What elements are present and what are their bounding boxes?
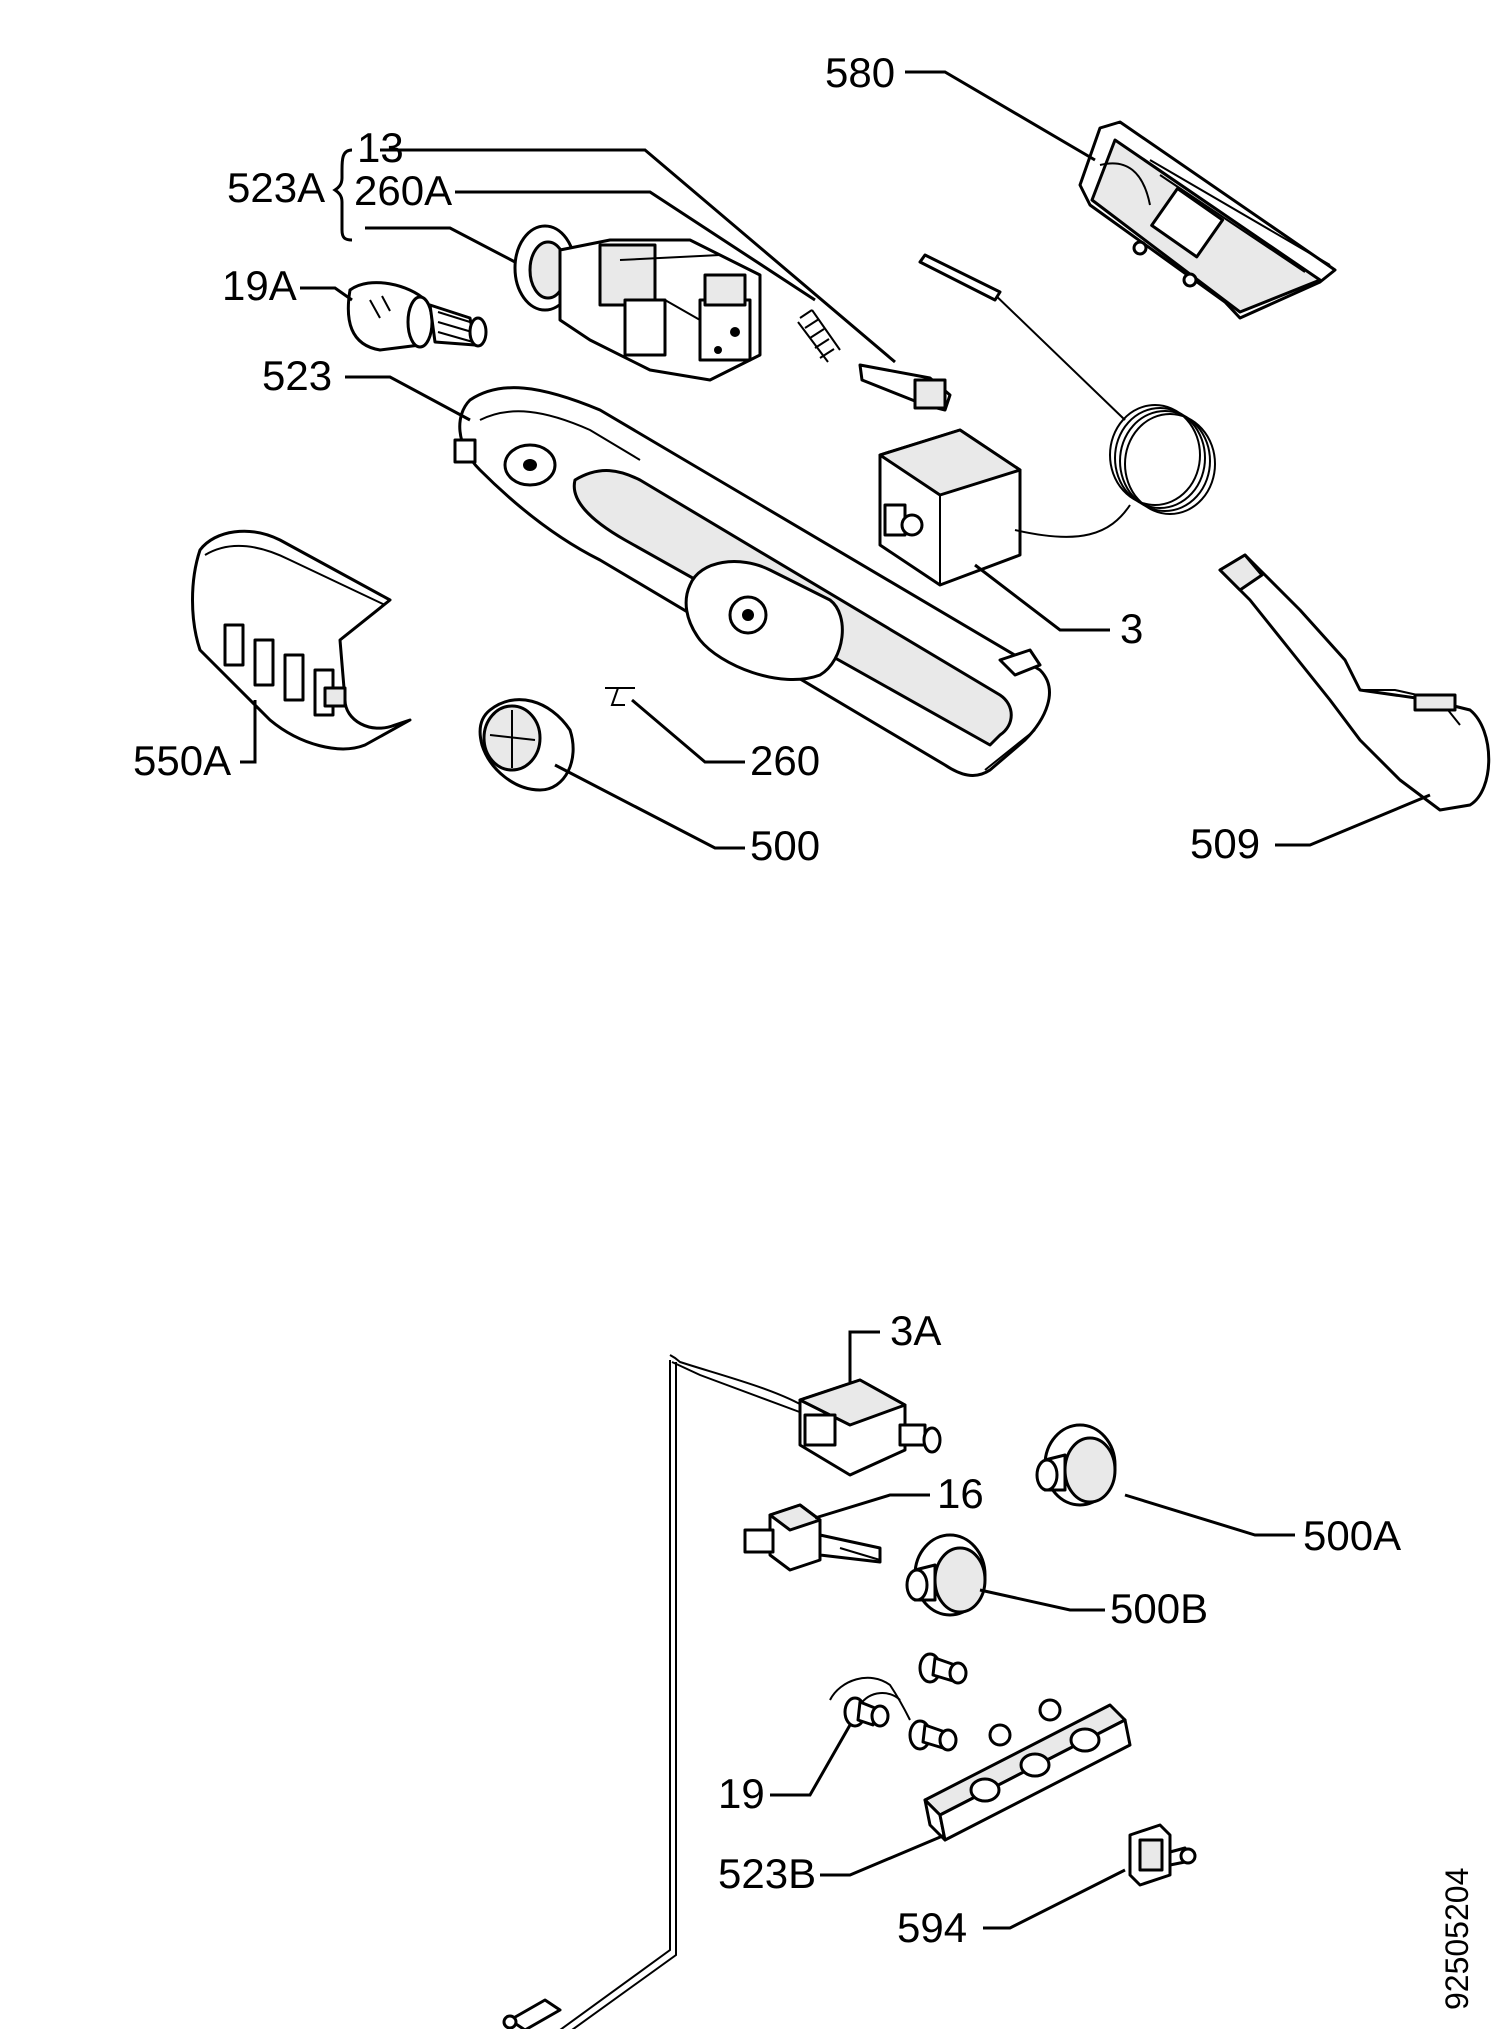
callout-509: 509	[1190, 820, 1260, 867]
callout-500: 500	[750, 822, 820, 869]
part-500-knob	[478, 698, 575, 792]
part-16-switch	[743, 1503, 882, 1572]
callout-500B: 500B	[1110, 1585, 1208, 1632]
document-code: 92505204	[1439, 1868, 1475, 2010]
callout-16: 16	[937, 1470, 984, 1517]
callout-523A: 523A	[227, 164, 325, 211]
part-260-clip	[605, 687, 635, 706]
capillary-tube	[502, 1354, 811, 2029]
capillary-coil	[1109, 404, 1216, 515]
part-3-thermostat	[878, 253, 1216, 587]
callout-594: 594	[897, 1904, 967, 1951]
callout-19: 19	[718, 1770, 765, 1817]
callout-523B: 523B	[718, 1850, 816, 1897]
callout-523: 523	[262, 352, 332, 399]
part-523-housing	[453, 386, 1051, 777]
callout-3: 3	[1120, 605, 1143, 652]
callout-3A: 3A	[890, 1307, 941, 1354]
part-500A-knob	[1035, 1423, 1117, 1507]
part-13-switch-lever	[858, 363, 952, 412]
part-500B-knob	[905, 1533, 987, 1617]
callout-500A: 500A	[1303, 1512, 1401, 1559]
part-523A-lamp-switch-assembly	[513, 224, 762, 382]
part-19-lamps	[829, 1652, 968, 1752]
part-509-handle	[1218, 553, 1491, 812]
callout-550A: 550A	[133, 737, 231, 784]
part-3A-thermostat	[798, 1378, 942, 1477]
part-594-button	[1128, 1823, 1197, 1887]
part-550A-lamp-cover	[191, 529, 412, 751]
part-19A-lamp	[346, 281, 488, 352]
callout-19A: 19A	[222, 262, 297, 309]
part-523B-lamp-holder	[923, 1698, 1132, 1842]
callout-260: 260	[750, 737, 820, 784]
knob-recess	[684, 560, 844, 681]
callout-labels: 580 523A 13 260A 19A 523 3 550A 260 500 …	[133, 49, 1475, 2010]
callout-580: 580	[825, 49, 895, 96]
callout-260A: 260A	[354, 167, 452, 214]
callout-13: 13	[357, 124, 404, 171]
part-580-bracket	[1078, 120, 1337, 320]
leader-lines	[240, 70, 1431, 1930]
part-260A-spring	[797, 309, 841, 363]
